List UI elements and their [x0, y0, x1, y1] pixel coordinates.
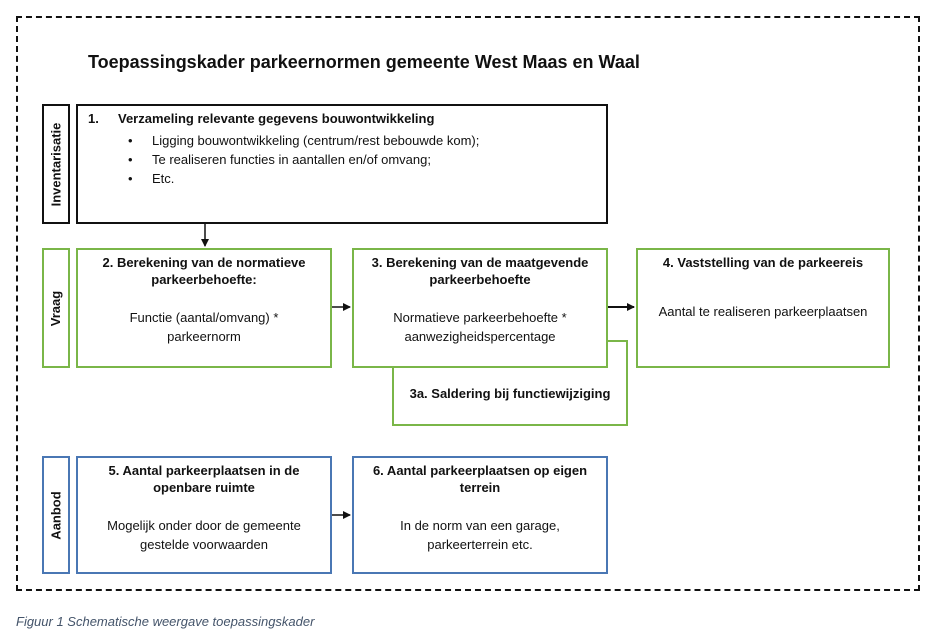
box-2-normatieve: 2. Berekening van de normatieve parkeerb…: [76, 248, 332, 368]
figure-caption: Figuur 1 Schematische weergave toepassin…: [16, 614, 315, 629]
box-1-heading: Verzameling relevante gegevens bouwontwi…: [118, 111, 435, 126]
box-3-heading-2: parkeerbehoefte: [429, 272, 531, 287]
list-item: Etc.: [128, 169, 479, 188]
row-label-vraag: Vraag: [42, 248, 70, 368]
box-4-body: Aantal te realiseren parkeerplaatsen: [658, 304, 868, 319]
box-2-heading-1: 2. Berekening van de normatieve: [102, 255, 306, 270]
box-2-body-2: parkeernorm: [167, 329, 241, 344]
box-5-heading-1: 5. Aantal parkeerplaatsen in de: [108, 463, 300, 478]
box-6-eigen-terrein: 6. Aantal parkeerplaatsen op eigen terre…: [352, 456, 608, 574]
box-2-body-1: Functie (aantal/omvang) *: [129, 310, 279, 325]
dashed-frame: [16, 16, 920, 591]
box-6-heading-1: 6. Aantal parkeerplaatsen op eigen: [372, 463, 588, 478]
box-4-parkeereis: 4. Vaststelling van de parkeereis Aantal…: [636, 248, 890, 368]
box-5-openbare-ruimte: 5. Aantal parkeerplaatsen in de openbare…: [76, 456, 332, 574]
box-1-verzameling: 1. Verzameling relevante gegevens bouwont…: [76, 104, 608, 224]
box-4-heading: 4. Vaststelling van de parkeereis: [662, 255, 864, 270]
box-3-heading-1: 3. Berekening van de maatgevende: [371, 255, 589, 270]
box-5-body-1: Mogelijk onder door de gemeente: [107, 518, 301, 533]
box-1-list: Ligging bouwontwikkeling (centrum/rest b…: [128, 131, 479, 188]
box-3-body-1: Normatieve parkeerbehoefte *: [393, 310, 567, 325]
box-1-number: 1.: [88, 111, 99, 126]
box-5-heading-2: openbare ruimte: [153, 480, 255, 495]
list-item: Te realiseren functies in aantallen en/o…: [128, 150, 479, 169]
box-3a-heading: 3a. Saldering bij functiewijziging: [409, 386, 611, 401]
box-6-body-1: In de norm van een garage,: [400, 518, 560, 533]
box-3-maatgevende: 3. Berekening van de maatgevende parkeer…: [352, 248, 608, 368]
box-1-heading-row: 1. Verzameling relevante gegevens bouwont…: [88, 111, 434, 126]
box-5-body-2: gestelde voorwaarden: [140, 537, 268, 552]
row-label-aanbod: Aanbod: [42, 456, 70, 574]
box-6-heading-2: terrein: [459, 480, 501, 495]
diagram-title: Toepassingskader parkeernormen gemeente …: [88, 52, 640, 72]
box-6-body-2: parkeerterrein etc.: [427, 537, 533, 552]
list-item: Ligging bouwontwikkeling (centrum/rest b…: [128, 131, 479, 150]
box-2-heading-2: parkeerbehoefte:: [151, 272, 257, 287]
box-3-body-2: aanwezigheidspercentage: [404, 329, 556, 344]
row-label-inventarisatie: Inventarisatie: [42, 104, 70, 224]
